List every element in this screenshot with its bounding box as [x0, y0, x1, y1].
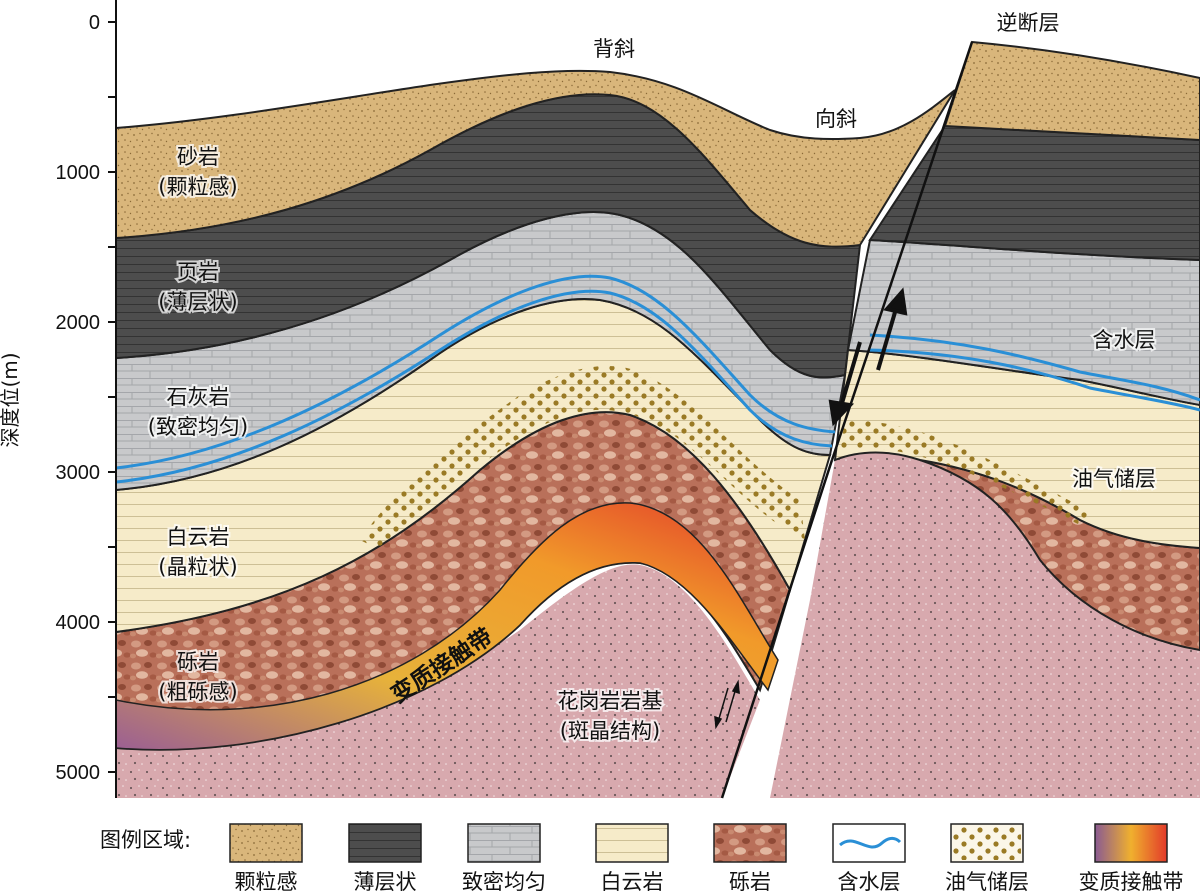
legend-title: 图例区域:: [100, 828, 191, 852]
reservoir-right: [840, 420, 1095, 525]
contact-zone: [116, 502, 779, 751]
reverse-fault-lower: [720, 459, 834, 799]
aquifer-right-2: [867, 348, 1200, 412]
reverse-fault-label: 逆断层: [997, 11, 1060, 35]
legend-swatch-contact: [1094, 823, 1168, 863]
shale-desc: (薄层状): [158, 290, 237, 314]
aquifer-right: [869, 333, 1200, 402]
legend-swatch-sandstone: [229, 823, 303, 863]
legend-swatch-conglomerate: [713, 823, 787, 863]
legend-aquifer-wave: [839, 836, 902, 849]
y-ticks: [108, 21, 116, 773]
granite-label: 花岗岩岩基: [558, 689, 663, 713]
sandstone-right: [943, 40, 1200, 142]
legend: 图例区域: 颗粒感 薄层状 致密均匀 白云岩 砾岩 含水层 油气储层 变质接触带: [100, 823, 1184, 894]
legend-label-contact: 变质接触带: [1079, 870, 1184, 894]
legend-label-conglomerate: 砾岩: [729, 870, 771, 894]
legend-swatch-limestone: [467, 823, 541, 863]
aquifer-left-2: [116, 289, 833, 484]
legend-label-sandstone: 颗粒感: [235, 870, 298, 894]
legend-label-dolomite: 白云岩: [601, 870, 664, 894]
reservoir-left: [360, 365, 805, 550]
legend-label-aquifer: 含水层: [838, 870, 901, 894]
granite-desc: (斑晶结构): [560, 719, 660, 743]
limestone-desc: (致密均匀): [148, 415, 248, 439]
sandstone-label: 砂岩: [177, 145, 219, 169]
conglomerate-label: 砾岩: [177, 650, 219, 674]
reverse-fault-upper: [830, 41, 974, 461]
tick-2000: 2000: [56, 312, 101, 334]
aquifer-left: [116, 274, 836, 470]
tick-1000: 1000: [56, 162, 101, 184]
shale-label: 页岩: [177, 260, 219, 284]
legend-swatch-dolomite: [595, 823, 669, 863]
strata: [116, 40, 1200, 798]
small-fault-arrows: [714, 679, 740, 730]
fault-arrows: [828, 287, 908, 427]
legend-label-limestone: 致密均匀: [462, 870, 546, 894]
legend-swatch-shale: [348, 823, 422, 863]
conglomerate-desc: (粗砾感): [158, 680, 237, 704]
y-axis-label: 深度位(m): [0, 352, 22, 447]
tick-3000: 3000: [56, 462, 101, 484]
tick-4000: 4000: [56, 612, 101, 634]
dolomite-label: 白云岩: [167, 525, 230, 549]
limestone-label: 石灰岩: [167, 385, 230, 409]
sandstone-desc: (颗粒感): [158, 175, 237, 199]
aquifer-label: 含水层: [1093, 328, 1156, 352]
granite-right: [770, 452, 1200, 798]
syncline-label: 向斜: [815, 107, 857, 131]
reservoir-label: 油气储层: [1072, 467, 1156, 491]
anticline-label: 背斜: [593, 37, 635, 61]
legend-reservoir-dots: [953, 826, 1021, 860]
dolomite-desc: (晶粒状): [158, 555, 237, 579]
tick-0: 0: [89, 12, 100, 34]
legend-label-shale: 薄层状: [354, 870, 417, 894]
legend-label-reservoir: 油气储层: [945, 870, 1029, 894]
tick-5000: 5000: [56, 762, 101, 784]
sandstone-left: [116, 69, 956, 248]
